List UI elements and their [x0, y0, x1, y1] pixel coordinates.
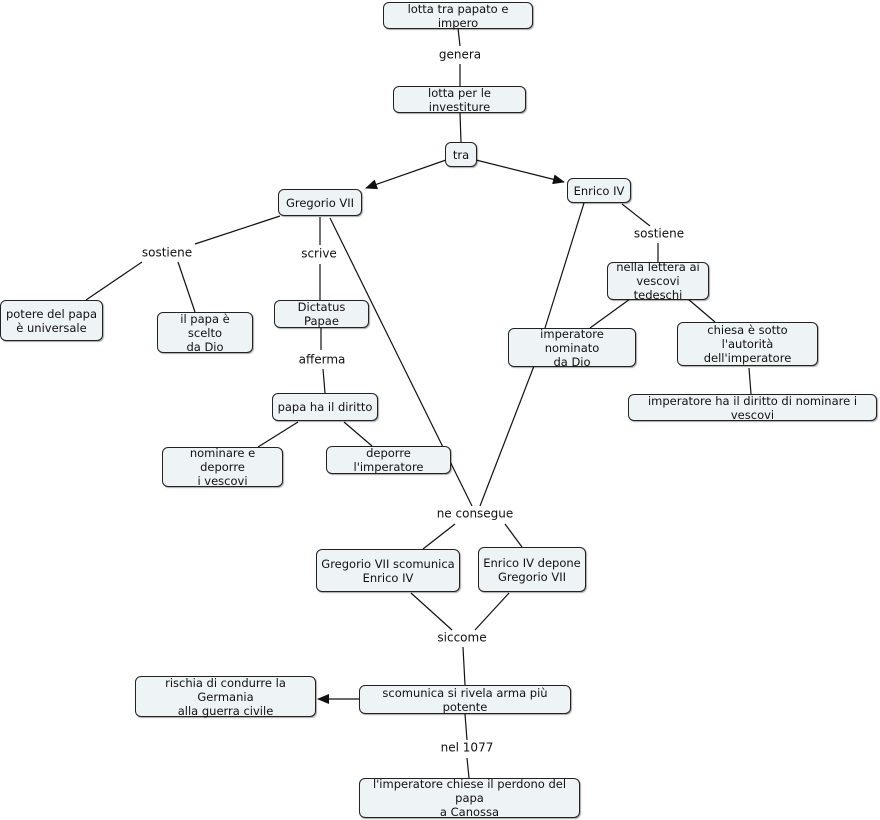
- node-label: lotta tra papato e impero: [407, 1, 509, 30]
- node-imperatore-nominato[interactable]: imperatore nominato da Dio: [508, 326, 636, 369]
- edge-lotta-genera: [457, 27, 461, 47]
- node-label: chiesa è sotto l'autorità dell'imperator…: [703, 323, 792, 365]
- edge-diritto-nominare: [257, 421, 299, 448]
- node-perdono-canossa[interactable]: l'imperatore chiese il perdono del papa …: [359, 777, 580, 819]
- edge-nel1077-perdono: [466, 757, 470, 779]
- edge-tra-enrico: [475, 159, 565, 185]
- node-label: imperatore ha il diritto di nominare i v…: [647, 393, 858, 422]
- node-rischia-guerra[interactable]: rischia di condurre la Germania alla gue…: [135, 675, 316, 718]
- node-label: potere del papa è universale: [5, 306, 98, 335]
- node-label: papa ha il diritto: [277, 400, 373, 414]
- node-label: Gregorio VII: [285, 195, 355, 210]
- node-label: Dictatus Papae: [297, 300, 346, 328]
- node-papa-diritto[interactable]: papa ha il diritto: [272, 393, 378, 421]
- edge-imperatore-nominato-neconsegue: [479, 365, 535, 507]
- node-deporre-imperatore[interactable]: deporre l'imperatore: [326, 446, 451, 474]
- node-label: nominare e deporre i vescovi: [189, 446, 256, 488]
- edge-lettera-chiesa: [687, 298, 716, 323]
- node-imperatore-diritto[interactable]: imperatore ha il diritto di nominare i v…: [628, 393, 877, 422]
- edge-gregorio-scomunica-siccome: [410, 592, 453, 631]
- edge-gregorio-sostiene: [194, 215, 281, 245]
- edge-tra-gregorio: [365, 159, 447, 190]
- edge-scomunica-nel1077: [464, 713, 468, 741]
- edge-afferma-diritto: [322, 368, 326, 394]
- edge-sostiene-scelto: [177, 261, 196, 313]
- node-label: il papa è scelto da Dio: [180, 311, 230, 354]
- edge-enrico-depone-siccome: [474, 592, 510, 631]
- node-potere-papa[interactable]: potere del papa è universale: [0, 300, 103, 341]
- node-scomunica-arma[interactable]: scomunica si rivela arma più potente: [359, 685, 571, 714]
- edge-neconsegue-gregorio-scomunica: [422, 523, 456, 550]
- edge-enrico-sostiene: [621, 203, 651, 227]
- link-ne-consegue: ne consegue: [434, 506, 516, 522]
- node-lotta-papato-impero[interactable]: lotta tra papato e impero: [383, 1, 533, 30]
- link-scrive: scrive: [299, 246, 339, 262]
- edge-chiesa-imperatore-diritto: [748, 367, 752, 395]
- node-chiesa-autorita[interactable]: chiesa è sotto l'autorità dell'imperator…: [677, 322, 818, 366]
- node-label: Gregorio VII scomunica Enrico IV: [321, 556, 455, 585]
- link-genera: genera: [436, 47, 484, 63]
- edge-neconsegue-enrico-depone: [504, 523, 523, 548]
- link-sostiene-left: sostiene: [139, 245, 195, 261]
- node-label: Enrico IV: [573, 183, 625, 198]
- node-label: scomunica si rivela arma più potente: [382, 685, 548, 714]
- node-label: lotta per le investiture: [428, 85, 491, 114]
- link-siccome: siccome: [435, 630, 489, 646]
- node-gregorio-vii[interactable]: Gregorio VII: [278, 189, 362, 216]
- edge-lettera-nominato: [589, 298, 631, 329]
- link-sostiene-right: sostiene: [631, 226, 687, 242]
- node-label: l'imperatore chiese il perdono del papa …: [372, 777, 567, 819]
- edge-enrico-imperatore-nominato: [544, 202, 585, 329]
- node-papa-scelto-dio[interactable]: il papa è scelto da Dio: [157, 311, 253, 354]
- node-lotta-investiture[interactable]: lotta per le investiture: [393, 85, 526, 114]
- node-label: rischia di condurre la Germania alla gue…: [165, 675, 286, 718]
- node-label: deporre l'imperatore: [353, 446, 424, 474]
- node-enrico-iv[interactable]: Enrico IV: [567, 178, 631, 203]
- node-label: imperatore nominato da Dio: [540, 326, 604, 369]
- node-lettera-vescovi[interactable]: nella lettera ai vescovi tedeschi: [607, 260, 709, 302]
- node-nominare-deporre[interactable]: nominare e deporre i vescovi: [162, 446, 283, 488]
- node-enrico-depone[interactable]: Enrico IV depone Gregorio VII: [478, 547, 586, 592]
- node-gregorio-scomunica[interactable]: Gregorio VII scomunica Enrico IV: [316, 549, 460, 592]
- edge-investiture-tra: [459, 112, 462, 143]
- edge-sostiene-potere: [85, 261, 143, 301]
- edge-diritto-deporre: [343, 421, 373, 447]
- link-nel-1077: nel 1077: [438, 740, 496, 756]
- node-dictatus-papae[interactable]: Dictatus Papae: [274, 300, 369, 328]
- edge-siccome-scomunica-arma: [462, 646, 466, 686]
- node-label: Enrico IV depone Gregorio VII: [483, 555, 581, 584]
- link-afferma: afferma: [296, 352, 348, 368]
- node-tra[interactable]: tra: [445, 142, 477, 167]
- node-label: nella lettera ai vescovi tedeschi: [616, 260, 700, 302]
- node-label: tra: [452, 147, 470, 162]
